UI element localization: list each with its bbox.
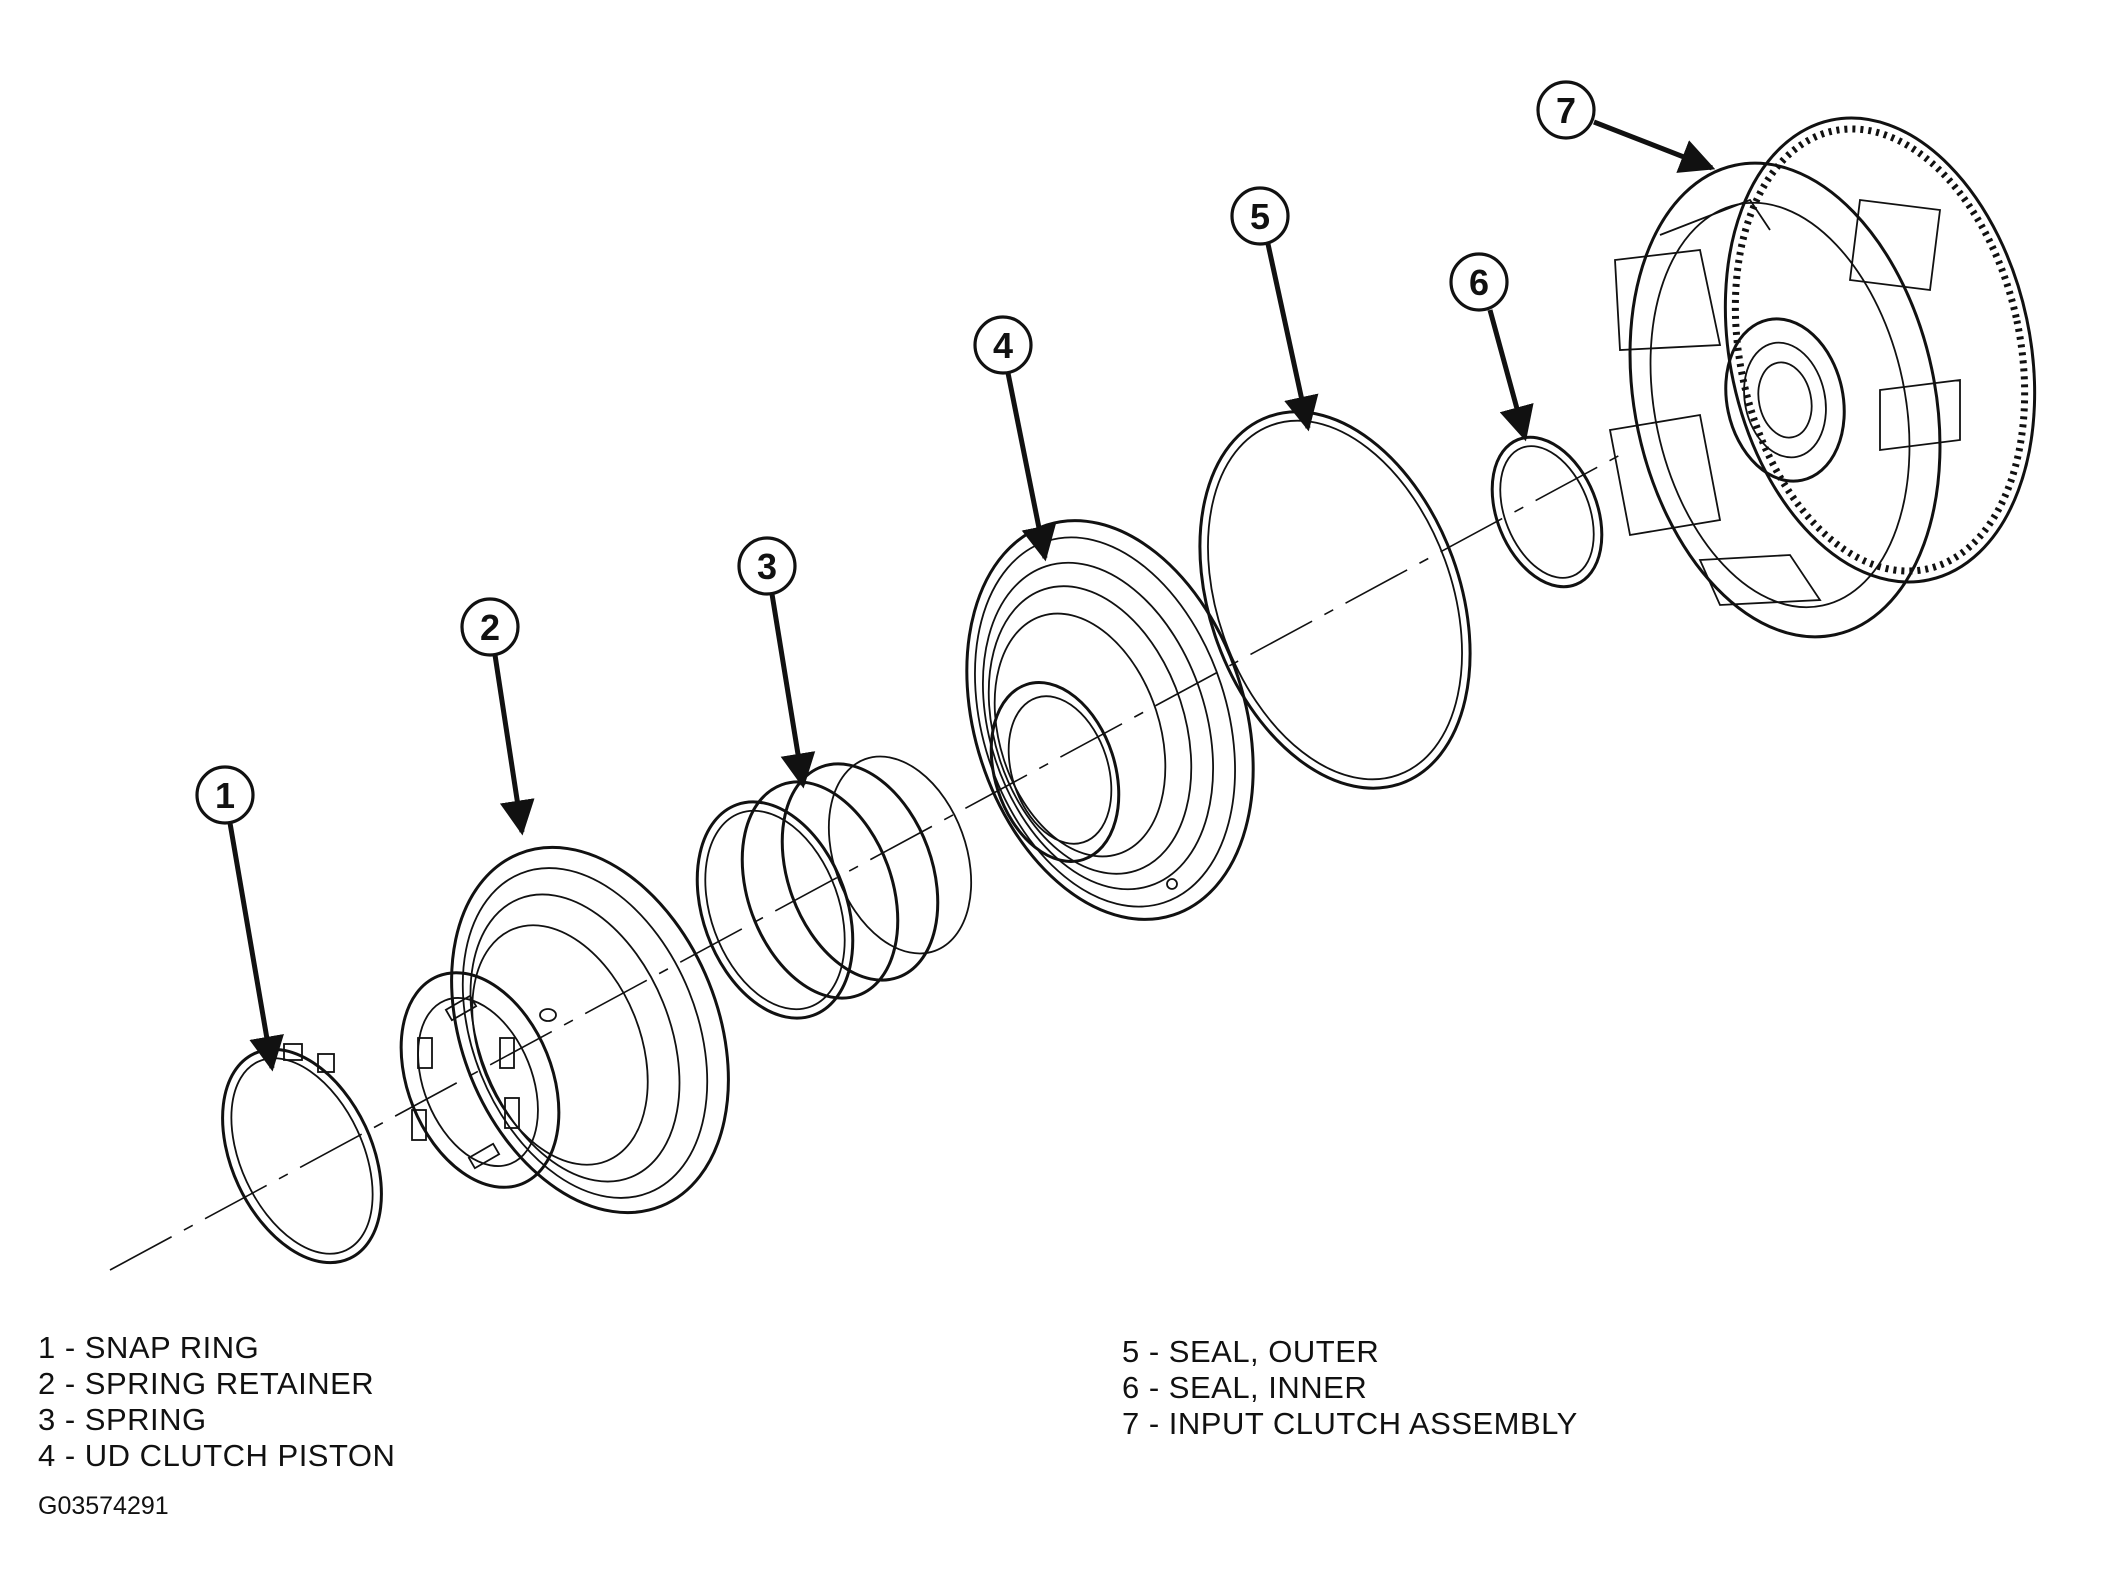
- spring-retainer-part: [399, 845, 730, 1215]
- legend-item: 3 - SPRING: [38, 1402, 207, 1437]
- callout-7-number: 7: [1556, 90, 1576, 131]
- outer-seal-part: [1198, 410, 1472, 790]
- spring-part: [695, 755, 973, 1020]
- callout-4: 4: [973, 315, 1056, 562]
- ud-clutch-piston-part: [965, 519, 1255, 921]
- center-axis: [109, 454, 1621, 1271]
- callout-7: 7: [1536, 80, 1716, 173]
- callout-1: 1: [195, 765, 284, 1072]
- callout-5: 5: [1230, 186, 1319, 432]
- legend-item: 2 - SPRING RETAINER: [38, 1366, 375, 1401]
- legend-item: 4 - UD CLUTCH PISTON: [38, 1438, 396, 1473]
- callout-2-number: 2: [480, 607, 500, 648]
- callout-1-number: 1: [215, 775, 235, 816]
- callout-3: 3: [737, 536, 816, 789]
- callout-6: 6: [1449, 252, 1534, 442]
- legend-item: 1 - SNAP RING: [38, 1330, 260, 1365]
- input-clutch-assembly-part: [1608, 116, 2037, 639]
- callout-2: 2: [460, 597, 535, 836]
- legend-item: 7 - INPUT CLUTCH ASSEMBLY: [1122, 1406, 1578, 1441]
- callout-4-number: 4: [993, 325, 1013, 366]
- callout-5-number: 5: [1250, 196, 1270, 237]
- legend-left-column: 1 - SNAP RING 2 - SPRING RETAINER 3 - SP…: [38, 1330, 395, 1474]
- legend-item: 6 - SEAL, INNER: [1122, 1370, 1368, 1405]
- figure-code: G03574291: [38, 1492, 169, 1520]
- callout-3-number: 3: [757, 546, 777, 587]
- legend-item: 5 - SEAL, OUTER: [1122, 1334, 1380, 1369]
- inner-seal-part: [1490, 435, 1604, 589]
- snap-ring-part: [221, 1043, 383, 1265]
- callout-6-number: 6: [1469, 262, 1489, 303]
- legend-right-column: 5 - SEAL, OUTER 6 - SEAL, INNER 7 - INPU…: [1122, 1334, 1578, 1442]
